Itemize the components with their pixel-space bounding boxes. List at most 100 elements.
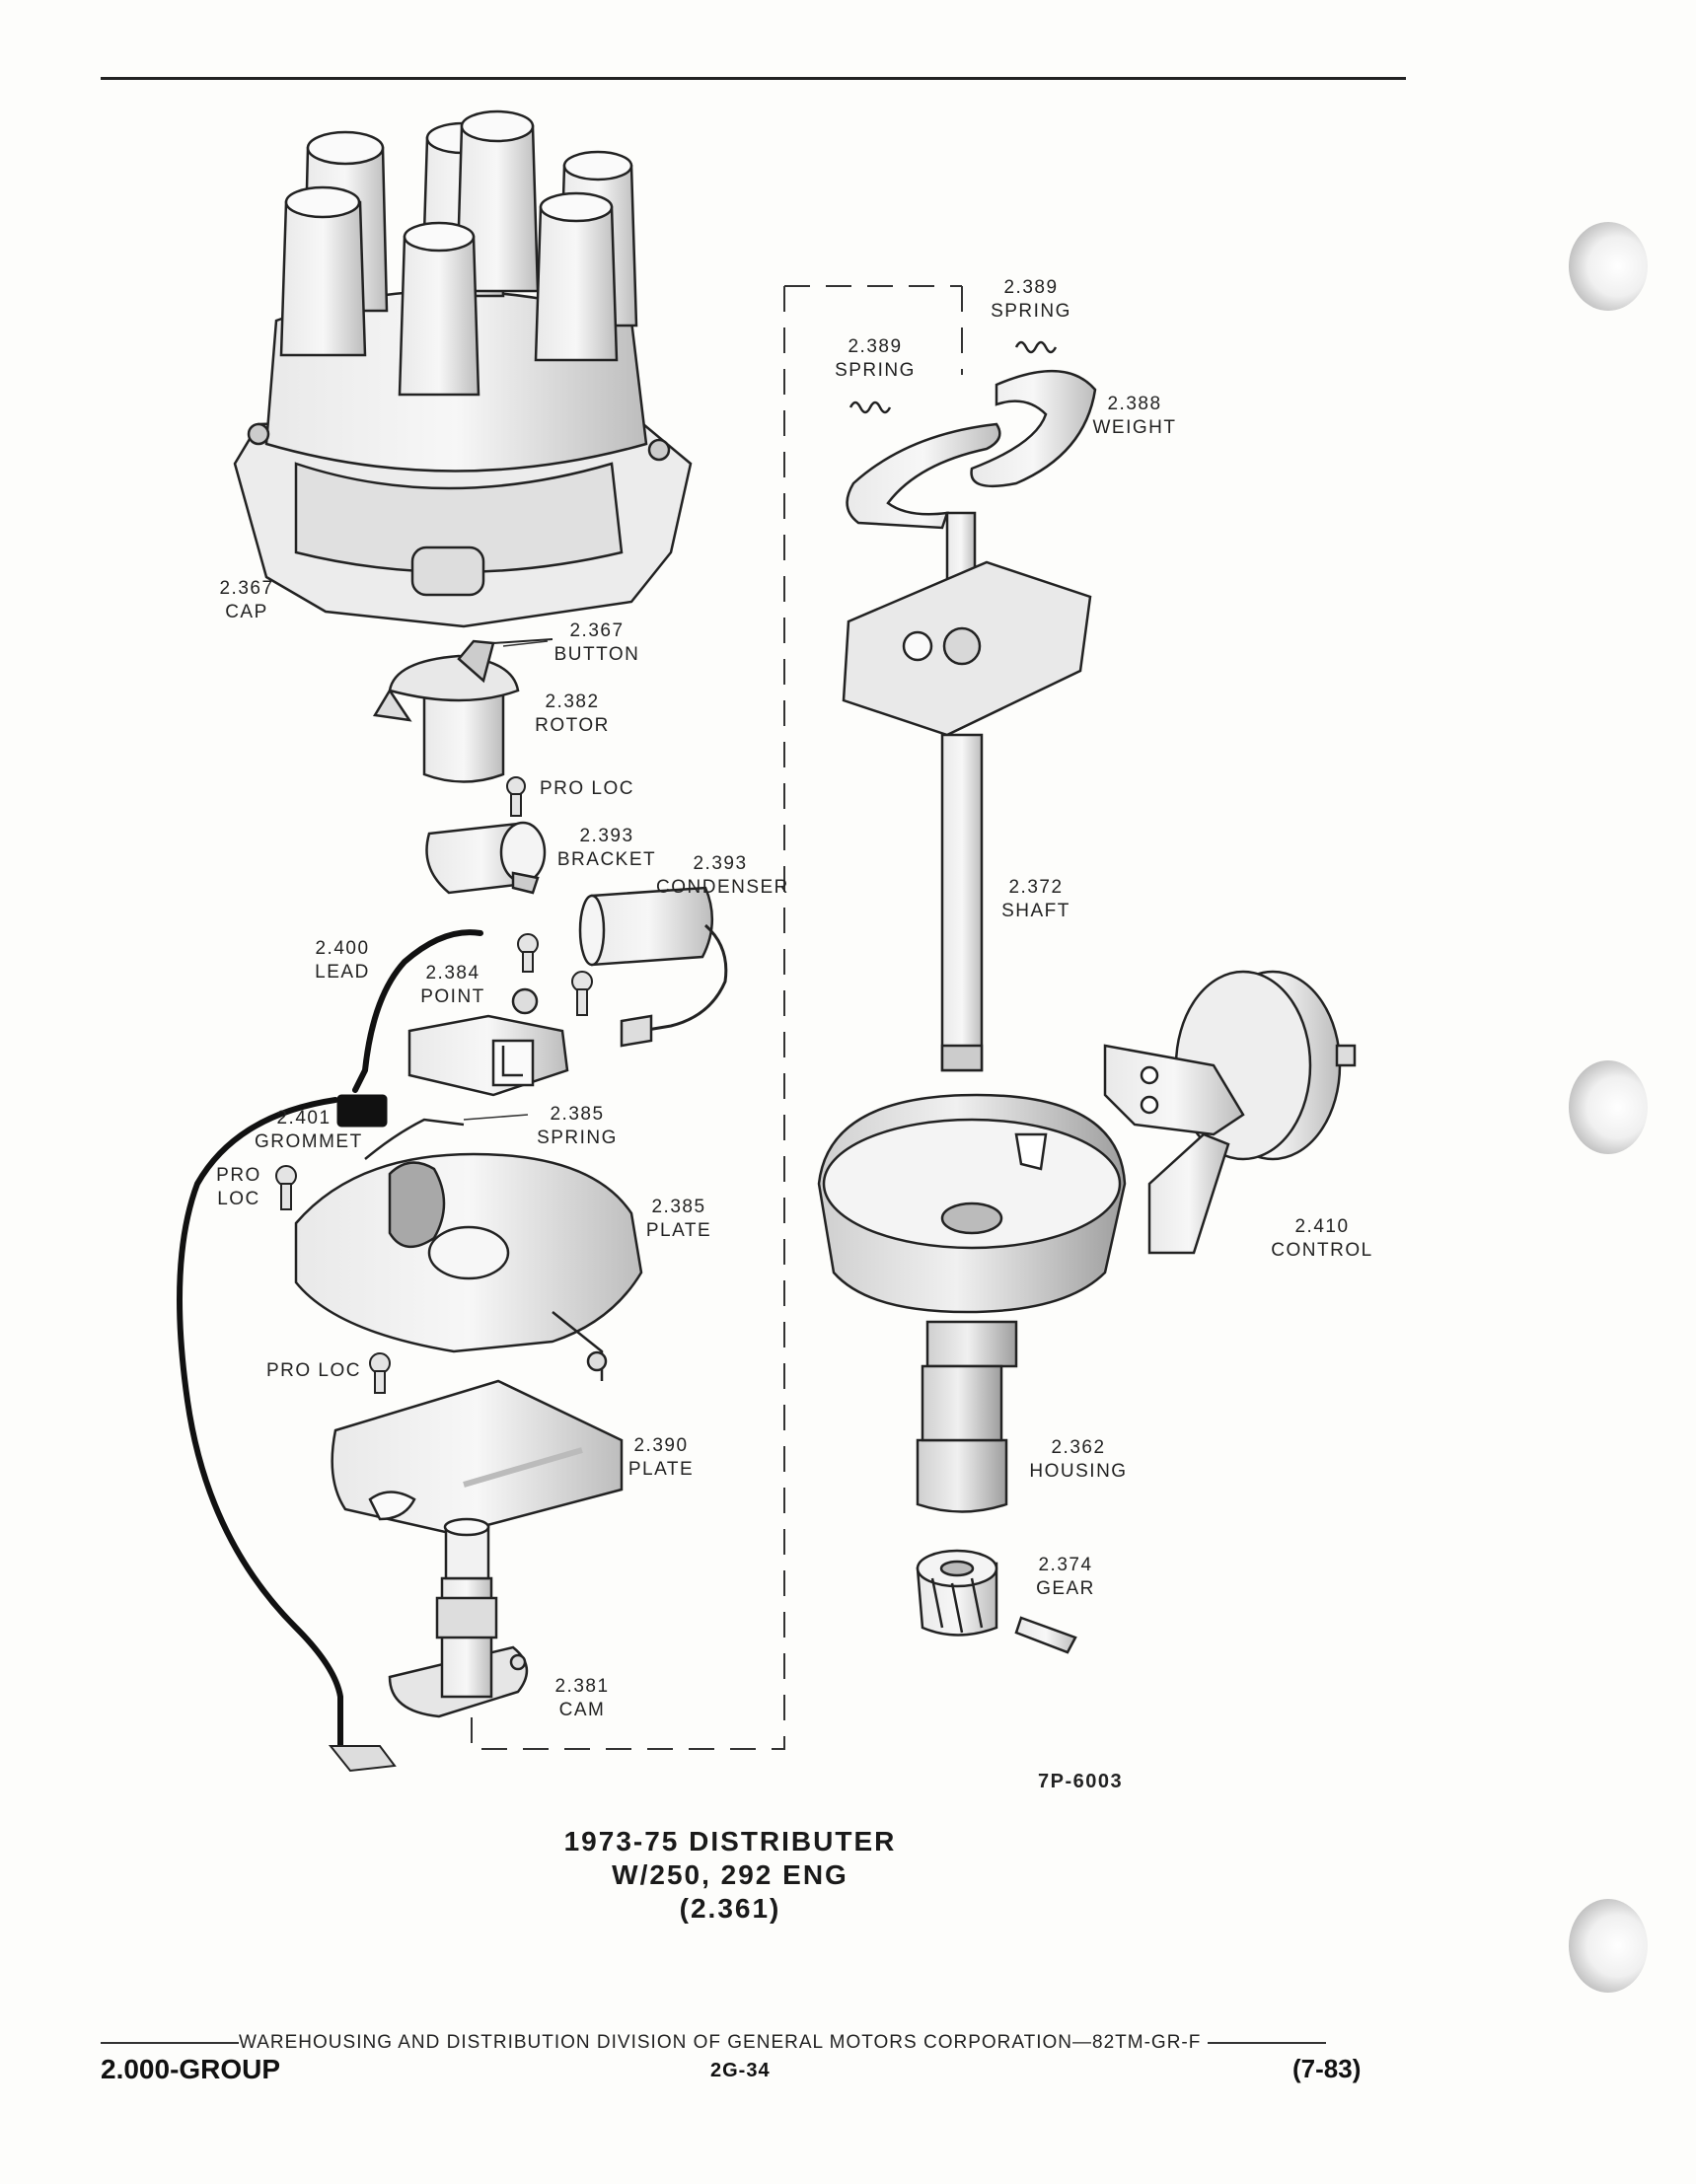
- label-cap-name: CAP: [225, 602, 268, 622]
- label-pro-loc-1: PRO LOC: [533, 777, 641, 801]
- label-spring-2385-number: 2.385: [550, 1104, 605, 1125]
- label-plate-2385-number: 2.385: [651, 1197, 706, 1217]
- label-gear-name: GEAR: [1036, 1578, 1095, 1599]
- distributor-cap-drawing: [233, 109, 693, 628]
- rotor-drawing: [372, 638, 553, 783]
- vacuum-control-drawing: [1103, 970, 1357, 1255]
- footer-division-text: WAREHOUSING AND DISTRIBUTION DIVISION OF…: [239, 2032, 1202, 2053]
- label-control: 2.410 CONTROL: [1268, 1215, 1376, 1263]
- label-spring-2385: 2.385 SPRING: [533, 1103, 622, 1150]
- footer-rule-left: [101, 2041, 239, 2044]
- lead-terminal: [328, 1745, 397, 1773]
- label-grommet-number: 2.401: [276, 1108, 332, 1128]
- label-weight: 2.388 WEIGHT: [1090, 393, 1179, 440]
- figure-number: 7P-6003: [1038, 1771, 1124, 1792]
- footer-page-number: 2G-34: [710, 2060, 771, 2081]
- label-pro-loc-2-line1: PRO: [216, 1165, 261, 1186]
- label-spring-2385-name: SPRING: [537, 1128, 618, 1148]
- label-bracket: 2.393 BRACKET: [553, 825, 661, 872]
- label-plate-2390-name: PLATE: [627, 1459, 695, 1480]
- label-housing-name: HOUSING: [1029, 1461, 1128, 1482]
- caption-line-1: 1973-75 DISTRIBUTER: [563, 1826, 897, 1856]
- leader-lines: [463, 640, 549, 1121]
- label-spring-2389-a-name: SPRING: [991, 301, 1071, 322]
- lead-wire-drawing: [177, 929, 483, 1749]
- label-lead-name: LEAD: [315, 962, 370, 983]
- label-button-name: BUTTON: [553, 644, 640, 665]
- condenser-drawing: [578, 886, 728, 1048]
- springs-2389-drawing: [848, 340, 1058, 414]
- label-point: 2.384 POINT: [408, 962, 497, 1009]
- figure-caption: 1973-75 DISTRIBUTER W/250, 292 ENG (2.36…: [464, 1825, 996, 1926]
- label-control-name: CONTROL: [1271, 1240, 1373, 1261]
- label-point-number: 2.384: [425, 963, 480, 983]
- roll-pin-drawing: [1014, 1616, 1077, 1654]
- label-button-number: 2.367: [569, 620, 625, 641]
- caption-line-2: W/250, 292 ENG: [612, 1859, 848, 1890]
- pro-loc-screw-2: [275, 1165, 297, 1210]
- label-pro-loc-2-line2: LOC: [217, 1189, 260, 1209]
- label-point-name: POINT: [420, 986, 485, 1007]
- grommet-drawing: [336, 1094, 388, 1128]
- shaft-drawing: [842, 511, 1092, 1072]
- gear-drawing: [916, 1549, 998, 1637]
- binder-hole-top: [1569, 222, 1648, 311]
- spring-2385-drawing: [364, 1118, 465, 1160]
- caption-line-3: (2.361): [679, 1893, 781, 1924]
- label-lead: 2.400 LEAD: [308, 937, 377, 984]
- label-plate-2390: 2.390 PLATE: [622, 1434, 701, 1482]
- footer-group: 2.000-GROUP: [101, 2054, 281, 2084]
- dashed-assembly-line: [471, 285, 963, 1750]
- label-plate-2385: 2.385 PLATE: [639, 1196, 718, 1243]
- label-grommet: 2.401 GROMMET: [255, 1107, 361, 1154]
- label-bracket-name: BRACKET: [556, 849, 657, 870]
- label-housing-number: 2.362: [1051, 1437, 1106, 1458]
- label-condenser: 2.393 CONDENSER: [656, 852, 789, 900]
- label-plate-2390-number: 2.390: [633, 1435, 689, 1456]
- label-cam-name: CAM: [558, 1700, 606, 1720]
- housing-drawing: [817, 1093, 1127, 1513]
- label-pro-loc-3-text: PRO LOC: [265, 1360, 362, 1381]
- label-shaft-number: 2.372: [1008, 877, 1064, 898]
- label-pro-loc-1-text: PRO LOC: [539, 778, 635, 799]
- label-control-number: 2.410: [1294, 1216, 1350, 1237]
- label-rotor: 2.382 ROTOR: [523, 691, 622, 738]
- breaker-plate-drawing: [294, 1152, 643, 1381]
- label-housing: 2.362 HOUSING: [1024, 1436, 1133, 1484]
- label-weight-number: 2.388: [1107, 394, 1162, 414]
- label-cap: 2.367 CAP: [207, 577, 286, 624]
- label-spring-2389-a: 2.389 SPRING: [987, 276, 1075, 324]
- label-spring-2389-a-number: 2.389: [1003, 277, 1059, 298]
- label-shaft-name: SHAFT: [1001, 901, 1070, 921]
- label-cam-number: 2.381: [554, 1676, 610, 1697]
- pro-loc-screw-3: [369, 1352, 391, 1394]
- footer-date: (7-83): [1292, 2054, 1362, 2083]
- label-pro-loc-3: PRO LOC: [264, 1359, 363, 1383]
- label-cam: 2.381 CAM: [553, 1675, 612, 1722]
- label-gear: 2.374 GEAR: [1026, 1554, 1105, 1601]
- label-cap-number: 2.367: [219, 578, 274, 599]
- label-gear-number: 2.374: [1038, 1555, 1093, 1575]
- point-drawing: [407, 987, 569, 1097]
- label-condenser-name: CONDENSER: [656, 877, 789, 898]
- label-bracket-number: 2.393: [579, 826, 634, 846]
- weight-drawing: [846, 369, 1097, 530]
- label-shaft: 2.372 SHAFT: [996, 876, 1075, 923]
- label-pro-loc-2: PRO LOC: [211, 1164, 266, 1211]
- label-spring-2389-b-number: 2.389: [848, 336, 903, 357]
- label-button: 2.367 BUTTON: [548, 619, 646, 667]
- top-rule: [101, 77, 1406, 80]
- label-condenser-number: 2.393: [693, 853, 748, 874]
- footer-rule-right: [1207, 2041, 1326, 2044]
- cam-drawing: [388, 1517, 528, 1718]
- binder-hole-bottom: [1569, 1899, 1648, 1993]
- small-screws: [517, 933, 593, 1016]
- bracket-drawing: [425, 821, 547, 895]
- label-rotor-number: 2.382: [545, 692, 600, 712]
- label-rotor-name: ROTOR: [535, 715, 610, 736]
- binder-hole-middle: [1569, 1060, 1648, 1154]
- label-lead-number: 2.400: [315, 938, 370, 959]
- footer-division-line: WAREHOUSING AND DISTRIBUTION DIVISION OF…: [101, 2032, 1373, 2054]
- label-weight-name: WEIGHT: [1092, 417, 1177, 438]
